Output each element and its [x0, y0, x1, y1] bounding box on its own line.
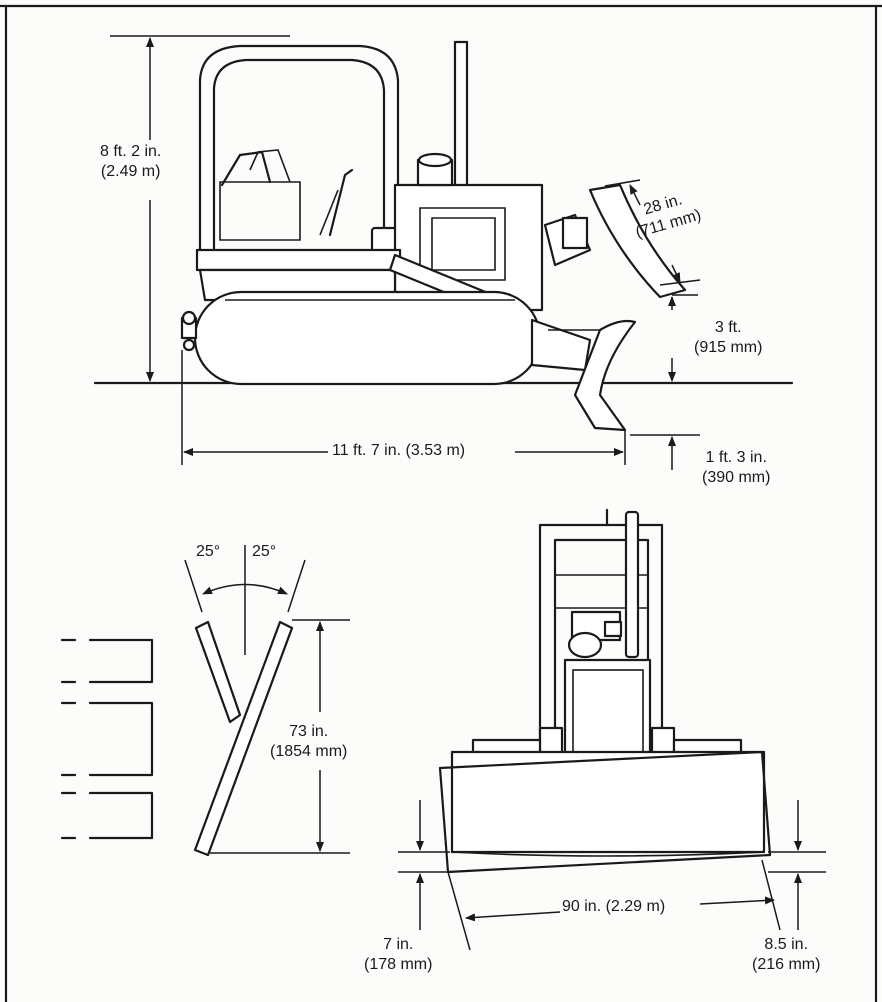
- blade-width-imperial: 73 in.: [289, 723, 329, 740]
- tilt-left-imperial: 7 in.: [383, 936, 414, 953]
- dig-depth-label: 1 ft. 3 in. (390 mm): [700, 448, 773, 488]
- lift-height-imperial: 3 ft.: [714, 319, 742, 336]
- length-label: 11 ft. 7 in. (3.53 m): [330, 441, 468, 461]
- height-label: 8 ft. 2 in. (2.49 m): [98, 142, 164, 182]
- track-side: [193, 290, 542, 386]
- front-view-dimensions: [398, 800, 826, 951]
- blade-angled-right: [193, 620, 294, 857]
- page-frame: [0, 4, 882, 1002]
- track-outline-1: [60, 638, 154, 684]
- dozer-side-view: [93, 40, 794, 432]
- lift-height-label: 3 ft. (915 mm): [692, 318, 765, 358]
- blade-raised: [588, 183, 687, 299]
- lift-height-metric: (915 mm): [694, 339, 763, 356]
- side-view-dimensions: [110, 35, 701, 470]
- control-lever: [328, 168, 354, 237]
- rops-outer: [198, 44, 400, 252]
- blade-lowered: [573, 319, 637, 432]
- front-rops: [538, 523, 664, 757]
- blade-angled-left: [194, 620, 242, 724]
- push-arm: [530, 318, 592, 372]
- tilt-width-label: 90 in. (2.29 m): [560, 897, 668, 917]
- dozer-front-view: [438, 508, 772, 874]
- track-outline-2: [60, 701, 154, 777]
- dig-depth-imperial: 1 ft. 3 in.: [705, 449, 767, 466]
- blade-width-metric: (1854 mm): [270, 743, 348, 760]
- angle-left-label: 25°: [196, 543, 221, 560]
- tilt-left-metric: (178 mm): [364, 956, 433, 973]
- tilt-right-metric: (216 mm): [752, 956, 821, 973]
- rops-inner: [212, 58, 386, 252]
- body-deck: [195, 248, 402, 272]
- track-outline-3: [60, 791, 154, 840]
- blade-front-tilted: [438, 750, 772, 874]
- tilt-right-label: 8.5 in. (216 mm): [750, 935, 823, 975]
- tilt-right-imperial: 8.5 in.: [764, 936, 809, 953]
- air-cleaner-front: [567, 631, 603, 659]
- height-metric: (2.49 m): [100, 163, 161, 180]
- front-exhaust: [624, 510, 640, 659]
- blade-angle-view: [60, 545, 350, 857]
- blade-front: [450, 750, 766, 854]
- seat-back: [220, 150, 272, 187]
- radiator-grille: [563, 658, 652, 762]
- angle-right-label: 25°: [252, 543, 277, 560]
- dig-depth-metric: (390 mm): [702, 469, 771, 486]
- blade-width-label: 73 in. (1854 mm): [268, 722, 350, 762]
- exhaust-stack: [453, 40, 469, 189]
- height-imperial: 8 ft. 2 in.: [100, 143, 162, 160]
- tilt-left-label: 7 in. (178 mm): [362, 935, 435, 975]
